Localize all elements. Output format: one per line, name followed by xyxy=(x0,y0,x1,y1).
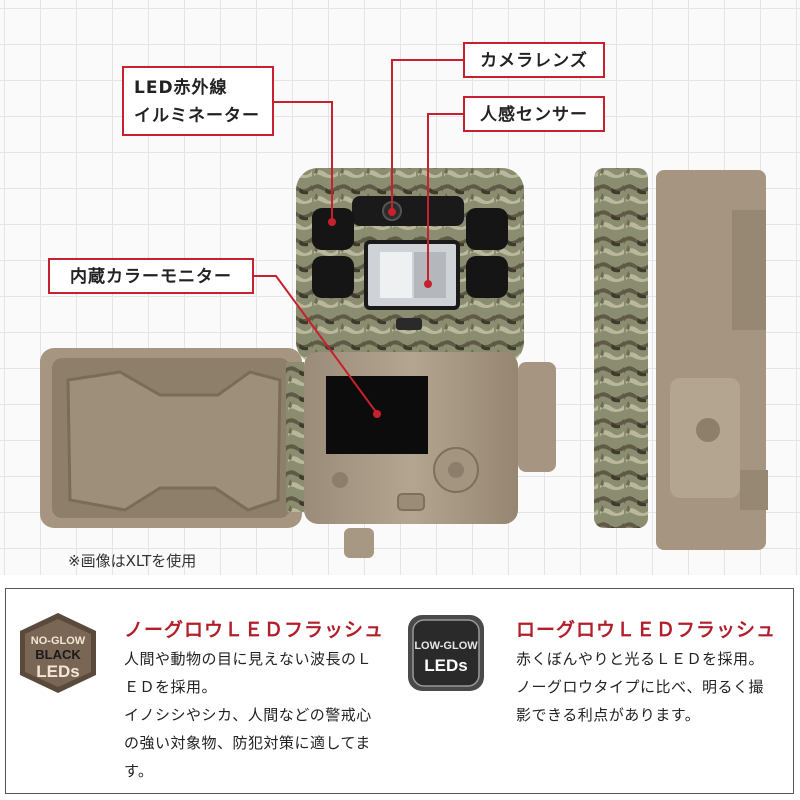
no-glow-badge-icon: NO-GLOW BLACK LEDs xyxy=(20,613,96,693)
no-glow-badge-line2: BLACK xyxy=(35,647,81,662)
no-glow-badge-line1: NO-GLOW xyxy=(31,635,86,647)
no-glow-title: ノーグロウＬＥＤフラッシュ xyxy=(124,619,385,641)
description-line: イノシシやシカ、人間などの警戒心 xyxy=(124,706,372,724)
camera-front xyxy=(296,168,556,558)
lens-leader-line xyxy=(391,59,463,210)
sensor-dot xyxy=(424,280,432,288)
no-glow-description: 人間や動物の目に見えない波長のＬ ＥＤを採用。イノシシやシカ、人間などの警戒心の強… xyxy=(124,645,372,785)
description-line: ＥＤを採用。 xyxy=(124,678,218,696)
description-line: の強い対象物、防犯対策に適してま xyxy=(124,734,371,752)
callout-camera-lens: カメラレンズ xyxy=(463,42,605,78)
callout-led-line2: イルミネーター xyxy=(134,106,260,126)
image-note: ※画像はXLTを使用 xyxy=(68,552,197,570)
camera-illustration xyxy=(40,59,768,558)
description-line: ノーグロウタイプに比べ、明るく撮 xyxy=(516,678,765,696)
lens-dot xyxy=(388,208,396,216)
description-line: 人間や動物の目に見えない波長のＬ xyxy=(124,650,373,668)
callout-motion-sensor: 人感センサー xyxy=(463,96,605,132)
camera-side xyxy=(594,168,768,550)
sensor-leader-line xyxy=(427,113,463,282)
low-glow-title: ローグロウＬＥＤフラッシュ xyxy=(516,619,777,641)
led-feature-box: NO-GLOW BLACK LEDs ノーグロウＬＥＤフラッシュ 人間や動物の目… xyxy=(5,588,794,794)
callout-led-line1: LED赤外線 xyxy=(134,78,228,98)
callout-led-illuminator: LED赤外線 イルミネーター xyxy=(122,66,274,136)
description-line: 赤くぼんやりと光るＬＥＤを採用。 xyxy=(516,650,765,668)
camera-door xyxy=(40,348,304,528)
callout-color-monitor: 内蔵カラーモニター xyxy=(48,258,254,294)
description-line: す。 xyxy=(124,762,154,780)
low-glow-description: 赤くぼんやりと光るＬＥＤを採用。ノーグロウタイプに比べ、明るく撮影できる利点があ… xyxy=(516,645,764,729)
low-glow-badge-line1: LOW-GLOW xyxy=(414,640,478,652)
led-dot xyxy=(328,218,336,226)
no-glow-badge-line3: LEDs xyxy=(36,662,79,681)
callout-lines xyxy=(254,59,463,413)
monitor-dot xyxy=(373,410,381,418)
description-line: 影できる利点があります。 xyxy=(516,706,701,724)
low-glow-badge-line2: LEDs xyxy=(424,656,467,675)
low-glow-badge-icon: LOW-GLOW LEDs xyxy=(408,615,484,691)
monitor-leader-line xyxy=(254,275,377,413)
led-leader-line xyxy=(274,101,333,220)
